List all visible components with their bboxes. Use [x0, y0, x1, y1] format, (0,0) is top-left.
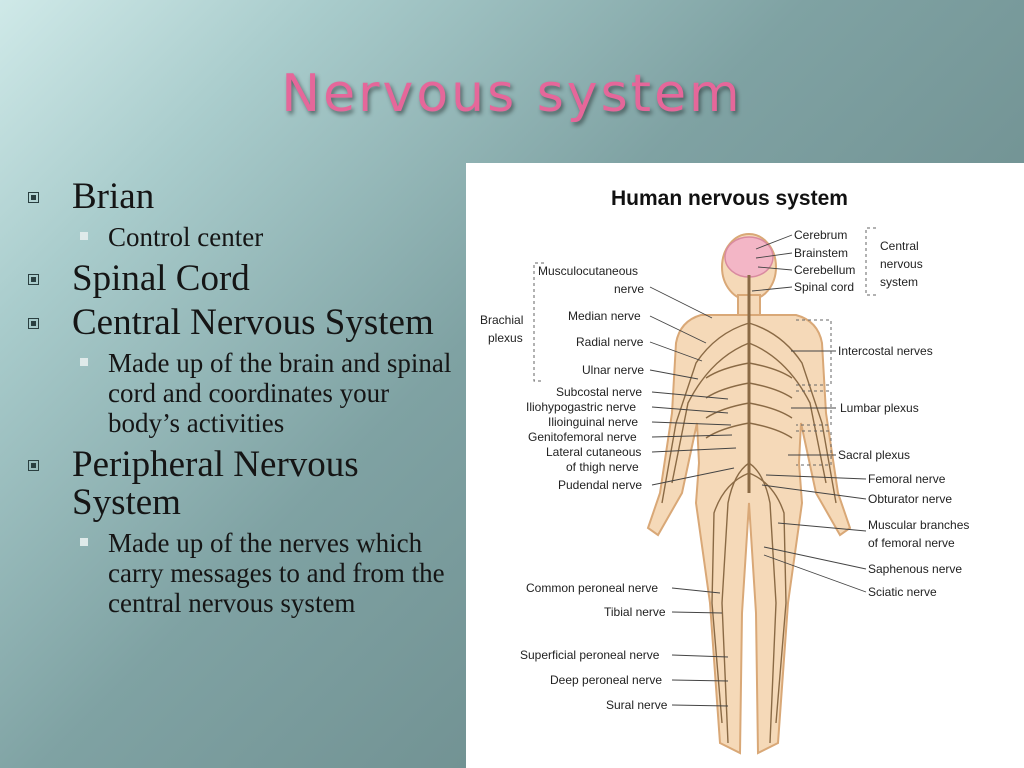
diagram-labels: Cerebrum Brainstem Cerebellum Spinal cor…	[480, 228, 969, 712]
bullet-text: Peripheral Nervous System	[72, 444, 359, 523]
label-cerebellum: Cerebellum	[794, 263, 855, 277]
group-brackets	[533, 227, 876, 466]
bullet-text: Spinal Cord	[72, 258, 250, 299]
nervous-system-diagram: Human nervous system	[466, 163, 1024, 768]
label-obturator: Obturator nerve	[868, 492, 952, 506]
bullet-spinal-cord: Spinal Cord	[28, 260, 458, 298]
sub-bullet-text: Control center	[108, 222, 264, 252]
label-radial: Radial nerve	[576, 335, 644, 349]
label-median: Median nerve	[568, 309, 641, 323]
label-pudendal: Pudendal nerve	[558, 478, 642, 492]
sub-bullet-text: Made up of the brain and spinal cord and…	[108, 348, 452, 438]
bullet-brain: Brian	[28, 178, 458, 216]
label-muscular-branches-2: of femoral nerve	[868, 536, 955, 550]
label-lumbar-plexus: Lumbar plexus	[840, 401, 919, 415]
label-ulnar: Ulnar nerve	[582, 363, 644, 377]
label-lateral-cutaneous: Lateral cutaneous	[546, 445, 641, 459]
bullet-text: Brian	[72, 176, 155, 217]
label-brachial-1: Brachial	[480, 313, 523, 327]
bullet-pns: Peripheral Nervous System	[28, 446, 458, 522]
label-musculocutaneous-2: nerve	[614, 282, 644, 296]
bullet-cns: Central Nervous System	[28, 304, 458, 342]
label-cns-2: nervous	[880, 257, 923, 271]
label-genitofemoral: Genitofemoral nerve	[528, 430, 637, 444]
label-deep-peroneal: Deep peroneal nerve	[550, 673, 662, 687]
label-femoral: Femoral nerve	[868, 472, 946, 486]
bullet-text: Central Nervous System	[72, 302, 434, 343]
torso-shape	[646, 314, 852, 755]
sub-bullet-control-center: Control center	[72, 222, 458, 252]
sub-bullet-pns-desc: Made up of the nerves which carry messag…	[72, 528, 458, 618]
bullet-marker-icon	[28, 318, 39, 329]
label-common-peroneal: Common peroneal nerve	[526, 581, 658, 595]
nerve-lines	[661, 275, 837, 744]
bullet-list: Brian Control center Spinal Cord Central…	[28, 178, 458, 626]
label-sacral-plexus: Sacral plexus	[838, 448, 910, 462]
sub-bullet-text: Made up of the nerves which carry messag…	[108, 528, 445, 618]
sub-bullet-marker-icon	[80, 358, 88, 366]
diagram-svg: Human nervous system	[480, 187, 969, 755]
label-lateral-cutaneous-2: of thigh nerve	[566, 460, 639, 474]
label-cns-3: system	[880, 275, 918, 289]
sub-bullet-cns-desc: Made up of the brain and spinal cord and…	[72, 348, 458, 438]
label-brainstem: Brainstem	[794, 246, 848, 260]
slide-title: Nervous system	[281, 64, 743, 124]
label-musculocutaneous: Musculocutaneous	[538, 264, 638, 278]
bullet-marker-icon	[28, 192, 39, 203]
label-subcostal: Subcostal nerve	[556, 385, 642, 399]
label-ilioinguinal: Ilioinguinal nerve	[548, 415, 638, 429]
diagram-title: Human nervous system	[611, 187, 848, 210]
label-intercostal: Intercostal nerves	[838, 344, 933, 358]
label-spinal-cord: Spinal cord	[794, 280, 854, 294]
label-brachial-2: plexus	[488, 331, 523, 345]
label-sural: Sural nerve	[606, 698, 668, 712]
label-tibial: Tibial nerve	[604, 605, 666, 619]
label-muscular-branches: Muscular branches	[868, 518, 969, 532]
label-superficial-peroneal: Superficial peroneal nerve	[520, 648, 660, 662]
sub-bullet-marker-icon	[80, 232, 88, 240]
label-cerebrum: Cerebrum	[794, 228, 847, 242]
label-iliohypogastric: Iliohypogastric nerve	[526, 400, 636, 414]
bullet-marker-icon	[28, 460, 39, 471]
label-sciatic: Sciatic nerve	[868, 585, 937, 599]
label-leader-lines	[649, 234, 867, 707]
label-saphenous: Saphenous nerve	[868, 562, 962, 576]
bullet-marker-icon	[28, 274, 39, 285]
label-cns-1: Central	[880, 239, 919, 253]
sub-bullet-marker-icon	[80, 538, 88, 546]
